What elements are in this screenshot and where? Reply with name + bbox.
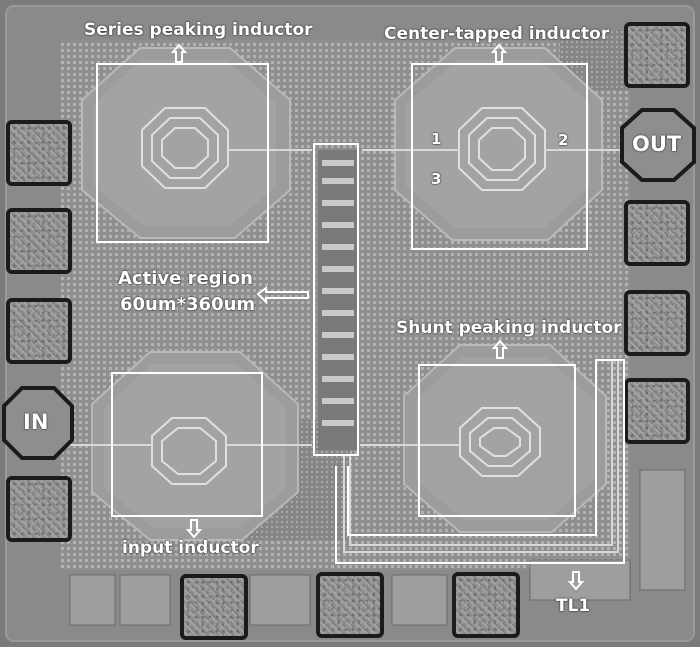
shunt-peaking-label: Shunt peaking inductor <box>396 318 622 338</box>
center-tapped-inductor-box <box>411 63 588 250</box>
bond-pad <box>624 290 690 356</box>
input-inductor-box <box>111 372 263 517</box>
out-port-label: OUT <box>632 132 682 156</box>
center-tapped-inductor-shield <box>394 47 603 241</box>
active-region-box <box>313 143 359 456</box>
center-tapped-label: Center-tapped inductor <box>384 24 610 44</box>
series-peaking-label: Series peaking inductor <box>84 20 313 40</box>
series-inductor-box <box>96 63 269 243</box>
tl1-label: TL1 <box>556 596 591 616</box>
in-port-label: IN <box>23 410 49 434</box>
shunt-inductor-box <box>418 364 576 517</box>
bond-pad <box>316 572 384 638</box>
bond-pad <box>624 378 690 444</box>
bond-pad <box>452 572 520 638</box>
bond-pad <box>624 200 690 266</box>
tap-3-label: 3 <box>431 170 442 188</box>
bond-pad <box>180 574 248 640</box>
bond-pad <box>624 22 690 88</box>
series-inductor-shield <box>81 47 291 239</box>
active-region-title: Active region <box>118 268 253 289</box>
tap-2-label: 2 <box>558 131 569 149</box>
input-inductor-label: input inductor <box>122 538 259 558</box>
bond-pad <box>6 476 72 542</box>
bond-pad <box>6 120 72 186</box>
tap-1-label: 1 <box>431 130 442 148</box>
active-region-size: 60um*360um <box>120 294 256 315</box>
input-inductor-shield <box>91 351 299 541</box>
bond-pad <box>6 208 72 274</box>
bond-pad <box>6 298 72 364</box>
